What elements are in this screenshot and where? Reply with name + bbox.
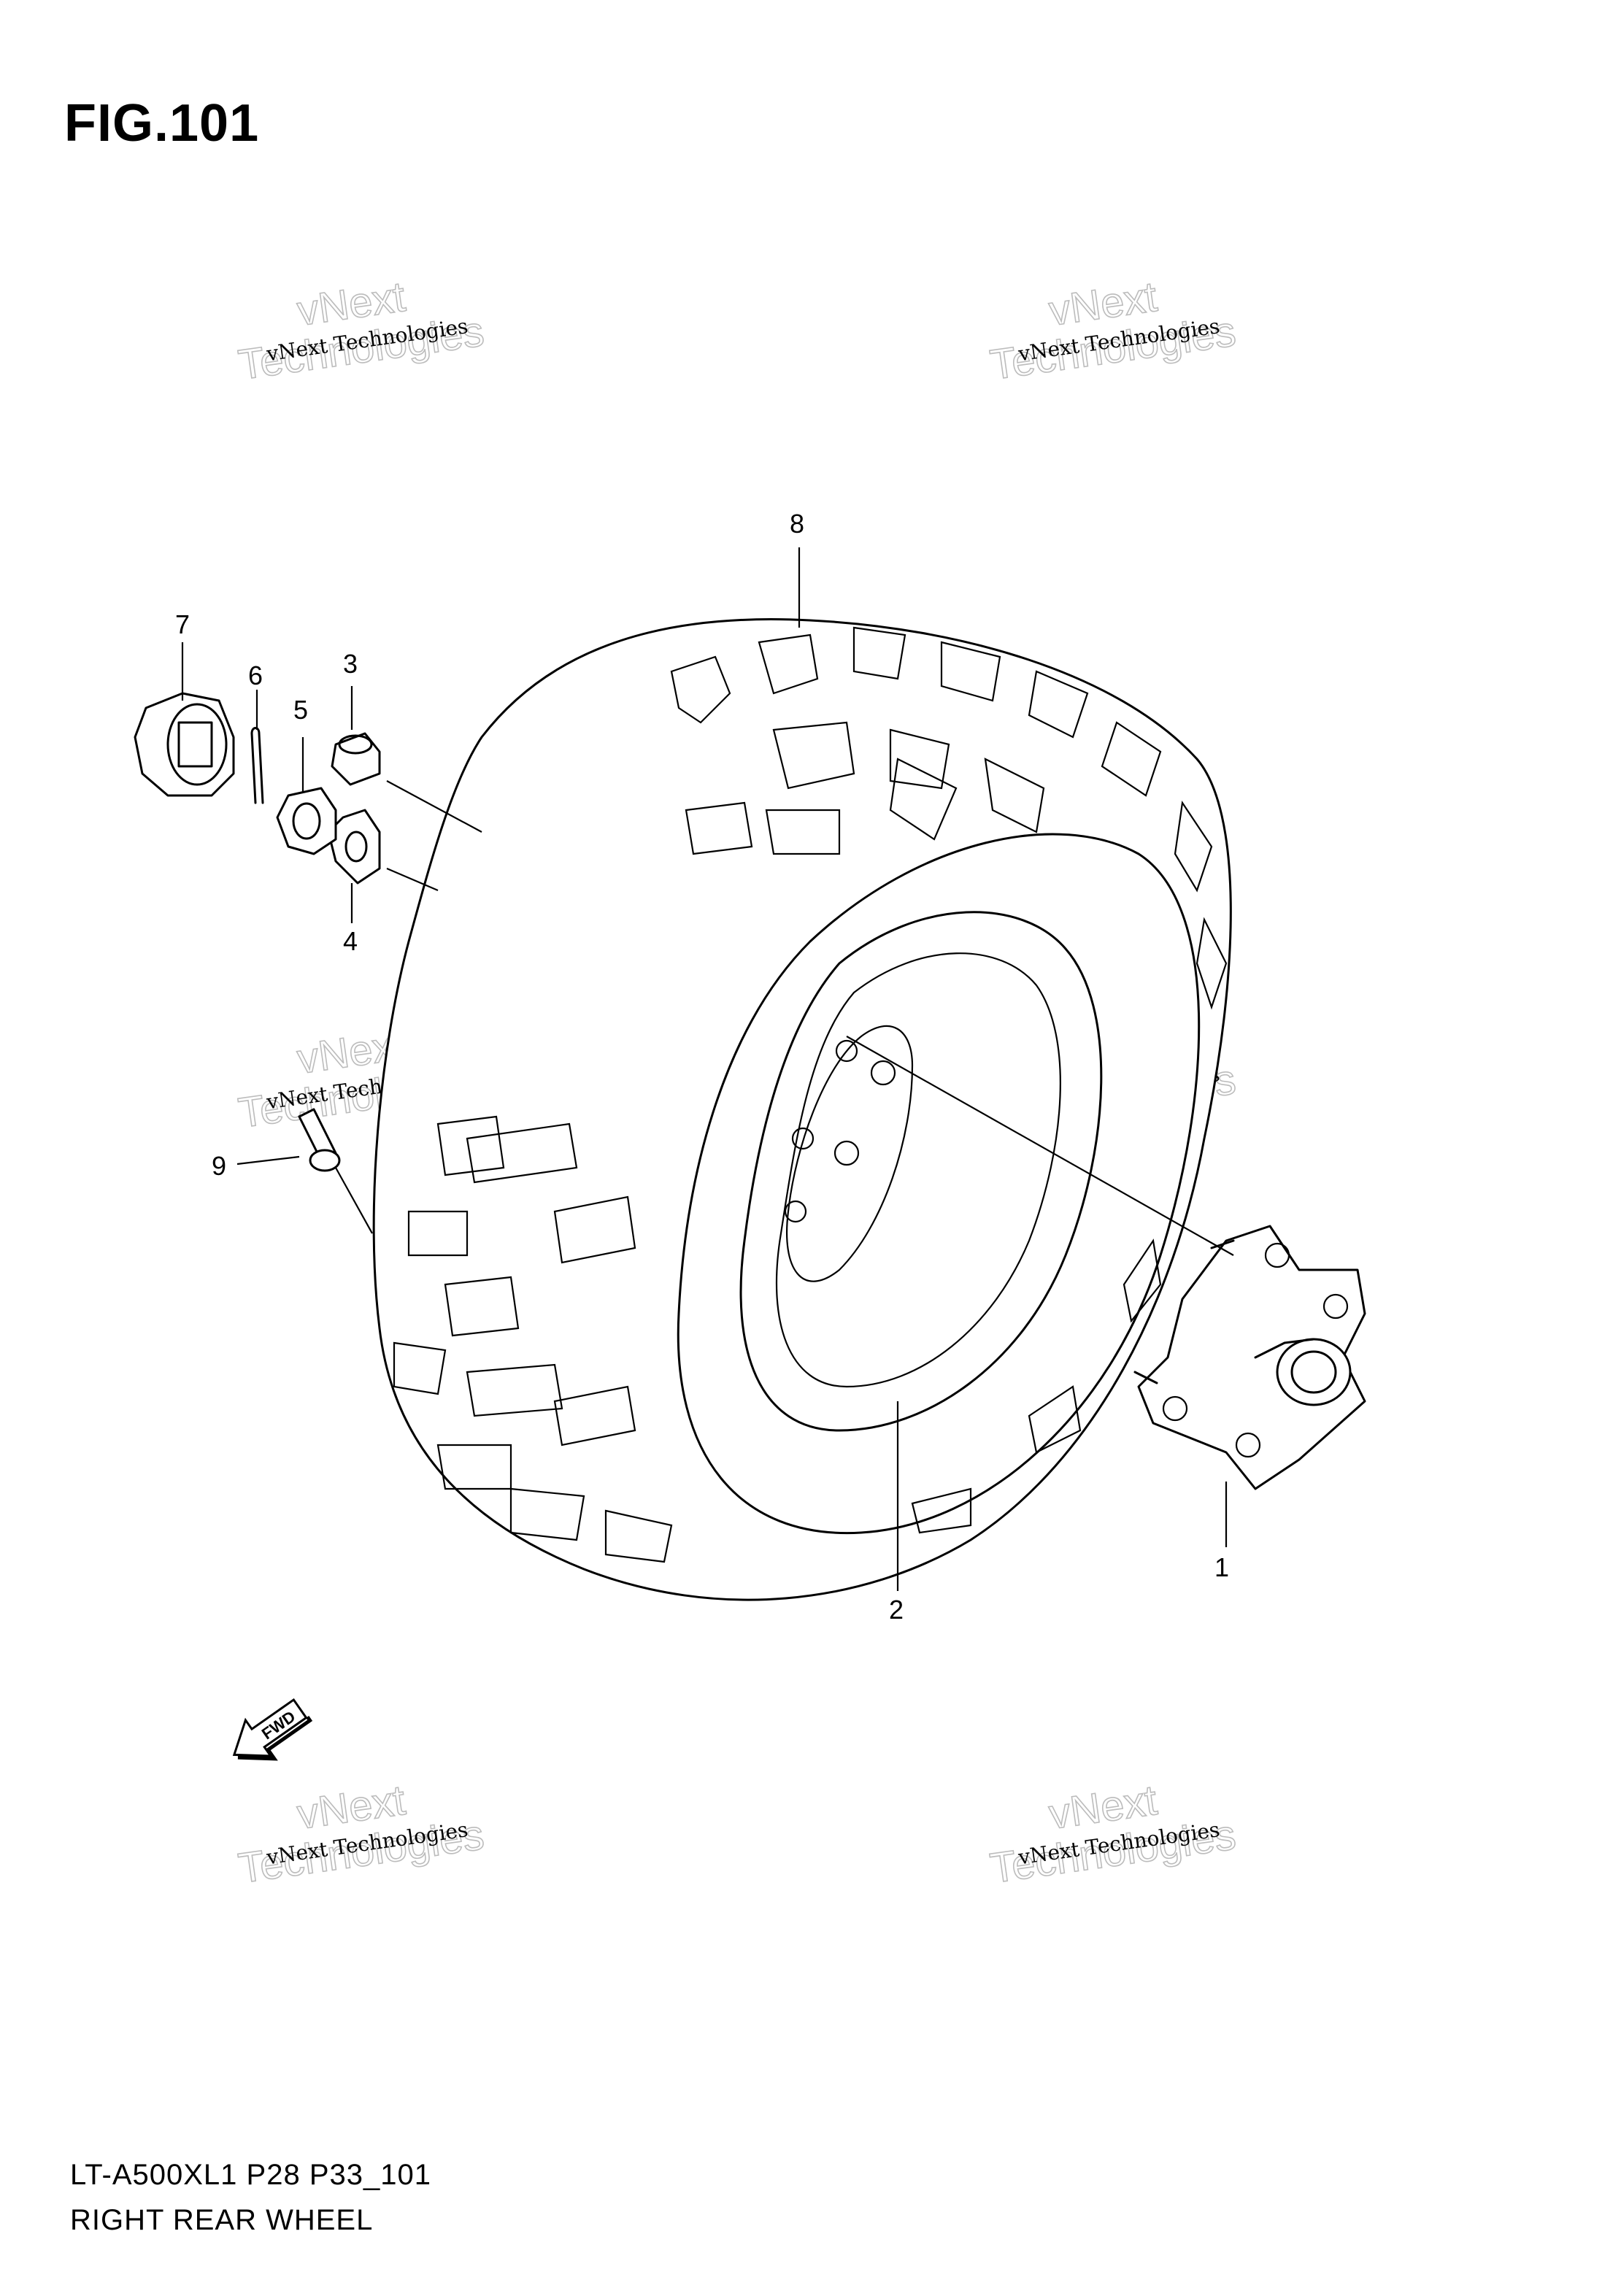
castle-nut	[276, 787, 337, 855]
watermark: Technologies vNext Technologies vNext	[235, 1776, 488, 1893]
callout-4: 4	[343, 926, 358, 956]
callout-6: 6	[248, 660, 263, 690]
wheel-nut	[331, 732, 381, 786]
cotter-pin	[250, 727, 264, 804]
callout-9: 9	[212, 1151, 226, 1181]
callout-3: 3	[343, 649, 358, 679]
tire-valve	[298, 1108, 341, 1172]
footer-section-name: RIGHT REAR WHEEL	[70, 2204, 374, 2236]
watermark: Technologies vNext Technologies vNext	[235, 272, 488, 390]
leader-lines	[181, 547, 1234, 1591]
watermark: Technologies vNext Technologies vNext	[987, 1776, 1239, 1893]
hub-cap	[134, 692, 235, 797]
callout-1: 1	[1214, 1552, 1229, 1582]
fwd-arrow-icon: FWD	[232, 1698, 313, 1761]
callout-8: 8	[790, 509, 804, 539]
figure-title: FIG.101	[64, 94, 260, 153]
callout-2: 2	[889, 1595, 904, 1625]
callout-7: 7	[175, 609, 190, 639]
callout-5: 5	[293, 695, 308, 725]
wheel-hub	[1133, 1225, 1366, 1490]
tire	[372, 618, 1232, 1601]
wheel-rim	[739, 911, 1103, 1432]
watermark: Technologies vNext Technologies vNext	[987, 272, 1239, 390]
footer-model-code: LT-A500XL1 P28 P33_101	[70, 2159, 431, 2191]
